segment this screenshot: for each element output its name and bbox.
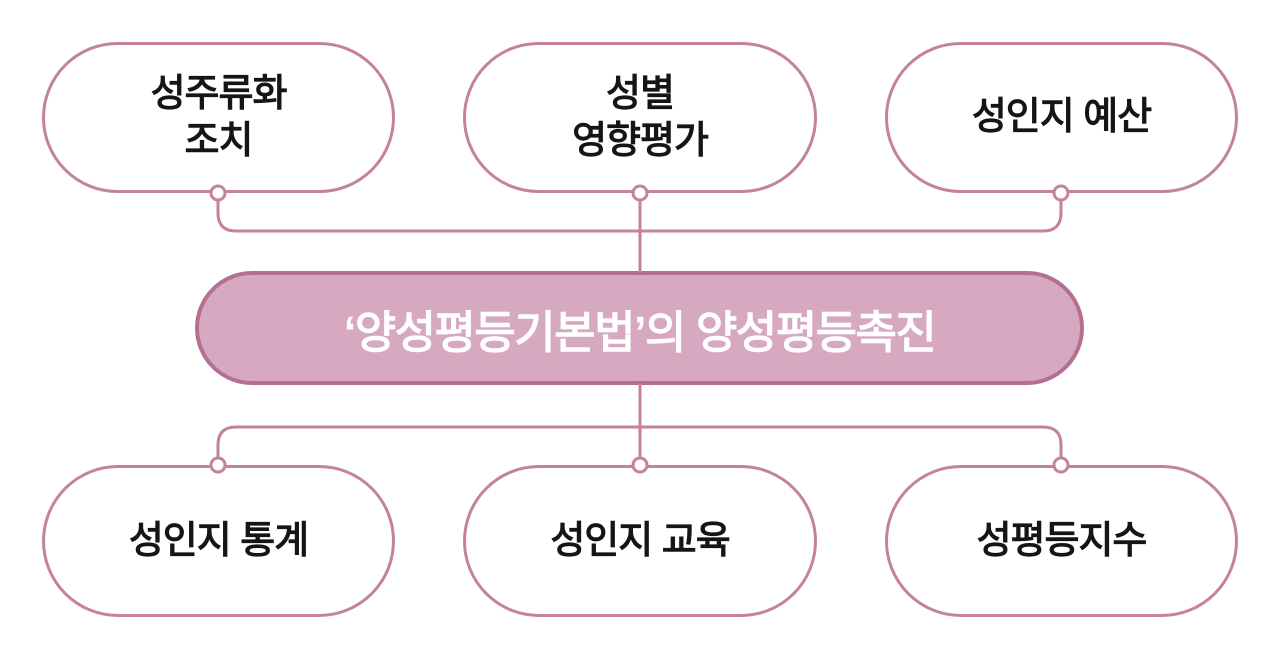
node-gender-statistics: 성인지 통계 [42, 465, 395, 617]
node-label: 성인지 통계 [128, 519, 309, 562]
node-gender-responsive-budget: 성인지 예산 [885, 42, 1238, 193]
center-node-gender-equality-framework-act: ‘양성평등기본법’의 양성평등촉진 [195, 271, 1084, 385]
node-label: 성평등지수 [976, 519, 1148, 562]
node-gender-impact-assessment: 성별 영향평가 [463, 42, 817, 193]
node-label: 성주류화 조치 [150, 73, 288, 162]
bottom-bus-line [216, 425, 1063, 458]
node-gender-education: 성인지 교육 [463, 465, 817, 617]
center-node-label: ‘양성평등기본법’의 양성평등촉진 [343, 306, 937, 358]
node-label: 성인지 예산 [971, 96, 1152, 139]
node-gender-mainstreaming-measures: 성주류화 조치 [42, 42, 395, 193]
node-gender-equality-index: 성평등지수 [885, 465, 1238, 617]
top-bus-line [216, 200, 1063, 233]
node-label: 성인지 교육 [550, 519, 730, 562]
node-label: 성별 영향평가 [572, 73, 709, 162]
